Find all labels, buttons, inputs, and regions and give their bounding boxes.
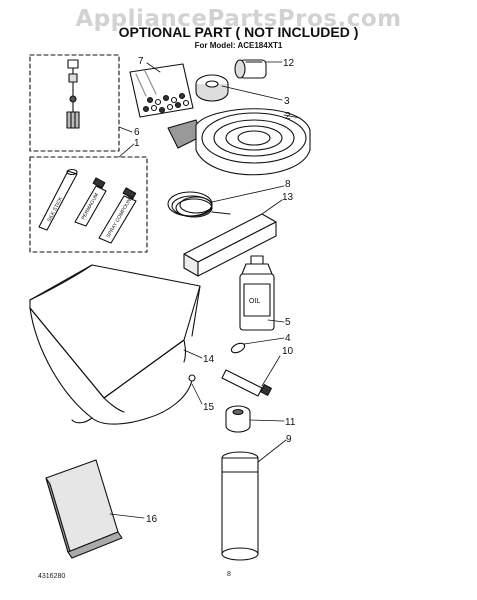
callout-16: 16 <box>146 514 158 525</box>
fittings-bag <box>129 63 194 118</box>
kit-box-1 <box>29 156 148 253</box>
leader-lines <box>109 61 301 519</box>
callout-11: 11 <box>285 417 296 428</box>
tube-spray-compound <box>98 187 137 244</box>
drawstring-cord <box>71 374 196 425</box>
tape-roll-small <box>195 74 229 102</box>
foam-block <box>183 213 277 277</box>
silk-stick <box>38 168 78 231</box>
tube-b-text: SPRAY COMPOUND <box>106 194 135 239</box>
callout-10: 10 <box>282 346 294 357</box>
tape-roll-11 <box>225 405 251 433</box>
callout-2: 2 <box>285 111 291 122</box>
tube-small <box>221 369 272 397</box>
callout-5: 5 <box>285 317 291 328</box>
callout-13: 13 <box>282 192 294 203</box>
cover <box>29 264 201 419</box>
callout-4: 4 <box>285 333 291 344</box>
item-callouts: 7 12 3 2 6 1 8 13 5 4 10 14 15 11 9 16 <box>134 56 296 525</box>
document-number: 4316280 <box>38 573 66 580</box>
callout-9: 9 <box>286 434 292 445</box>
page-number: 8 <box>227 571 231 578</box>
filter-pad <box>45 459 123 559</box>
callout-7: 7 <box>138 56 144 67</box>
callout-3: 3 <box>284 96 290 107</box>
tube-permagum <box>74 177 107 227</box>
callout-14: 14 <box>203 354 215 365</box>
wire-coil <box>167 191 231 218</box>
model-label: For Model: ACE184XT1 <box>194 41 283 50</box>
callout-15: 15 <box>203 402 215 413</box>
valve-assembly <box>66 59 80 129</box>
kit-box-6 <box>29 54 120 152</box>
callout-1: 1 <box>134 138 140 149</box>
callout-12: 12 <box>283 58 295 69</box>
oil-bottle <box>239 255 275 331</box>
callout-6: 6 <box>134 127 140 138</box>
spray-can <box>221 451 259 561</box>
bottle-text: OIL <box>249 298 260 305</box>
diagram-title: OPTIONAL PART ( NOT INCLUDED ) <box>118 24 359 40</box>
foam-tape-coil <box>167 108 311 176</box>
watermark: AppliancePartsPros.com <box>75 6 402 32</box>
callout-8: 8 <box>285 179 291 190</box>
capsule <box>230 342 246 354</box>
tape-roll-narrow <box>234 59 267 79</box>
